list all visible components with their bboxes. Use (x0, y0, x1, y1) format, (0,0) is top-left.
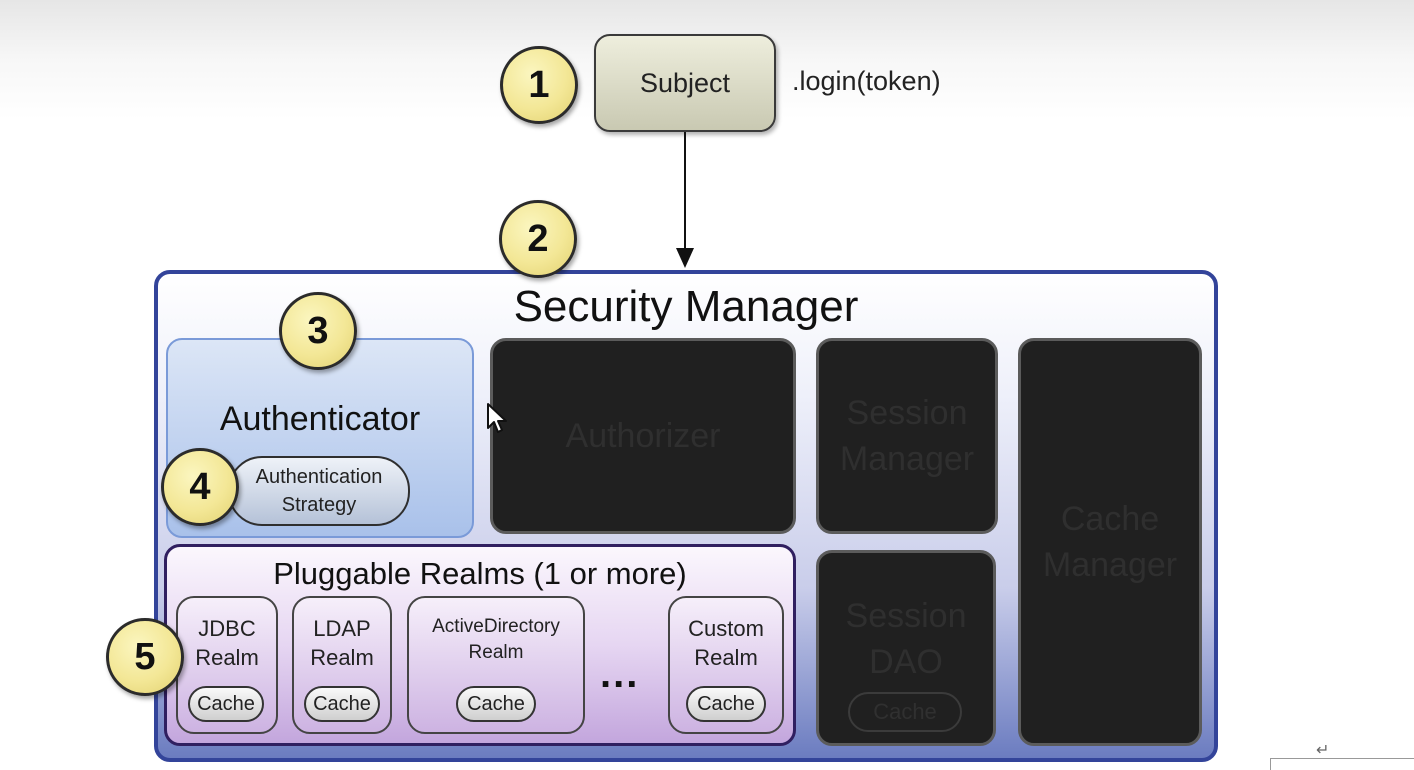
realm-jdbc-label: JDBC Realm (176, 614, 278, 672)
realm-custom-line-1: Custom (688, 616, 764, 641)
realm-jdbc-line-2: Realm (195, 645, 259, 670)
step-marker-1: 1 (500, 46, 578, 124)
realm-custom-label: Custom Realm (668, 614, 784, 672)
cache-manager-line-2: Manager (1042, 546, 1178, 584)
authorizer-box: Authorizer (490, 338, 796, 534)
realm-jdbc-cache-pill: Cache (188, 686, 264, 722)
arrow-head-icon (676, 248, 694, 268)
mouse-pointer-icon (487, 403, 507, 433)
session-manager-line-2: Manager (839, 440, 975, 478)
realm-custom-cache-pill: Cache (686, 686, 766, 722)
document-page-corner (1270, 758, 1414, 770)
cache-manager-line-1: Cache (1060, 500, 1160, 538)
return-mark-icon: ↵ (1316, 742, 1330, 759)
session-manager-box: Session Manager (816, 338, 998, 534)
step-marker-2: 2 (499, 200, 577, 278)
realm-activedirectory-label: ActiveDirectory Realm (407, 614, 585, 666)
realm-ldap-line-1: LDAP (313, 616, 371, 641)
session-dao-cache-pill: Cache (848, 692, 962, 732)
strategy-line-1: Authentication (255, 466, 383, 488)
realm-activedirectory-line-1: ActiveDirectory (432, 616, 560, 637)
session-dao-line-1: Session (845, 597, 967, 635)
login-call-label: .login(token) (792, 66, 941, 96)
authorizer-label: Authorizer (565, 417, 721, 455)
arrow-down-icon (684, 132, 686, 250)
session-dao-box: Session DAO (816, 550, 996, 746)
cache-manager-box: Cache Manager (1018, 338, 1202, 746)
realm-jdbc-line-1: JDBC (198, 616, 256, 641)
session-manager-line-1: Session (846, 394, 968, 432)
step-marker-3: 3 (279, 292, 357, 370)
subject-label: Subject (639, 67, 731, 98)
realm-ldap-line-2: Realm (310, 645, 374, 670)
pluggable-realms-title: Pluggable Realms (1 or more) (273, 556, 687, 591)
realm-activedirectory-line-2: Realm (468, 642, 524, 663)
authentication-strategy-box: Authentication Strategy (228, 456, 410, 526)
security-manager-title: Security Manager (513, 282, 859, 331)
authenticator-label: Authenticator (219, 400, 421, 438)
step-marker-5: 5 (106, 618, 184, 696)
realm-ldap-cache-pill: Cache (304, 686, 380, 722)
session-dao-line-2: DAO (869, 643, 943, 681)
strategy-line-2: Strategy (281, 494, 357, 516)
step-marker-4: 4 (161, 448, 239, 526)
realms-ellipsis: ... (600, 652, 640, 696)
realm-ldap-label: LDAP Realm (292, 614, 392, 672)
subject-node: Subject (594, 34, 776, 132)
realm-activedirectory-cache-pill: Cache (456, 686, 536, 722)
realm-custom-line-2: Realm (694, 645, 758, 670)
